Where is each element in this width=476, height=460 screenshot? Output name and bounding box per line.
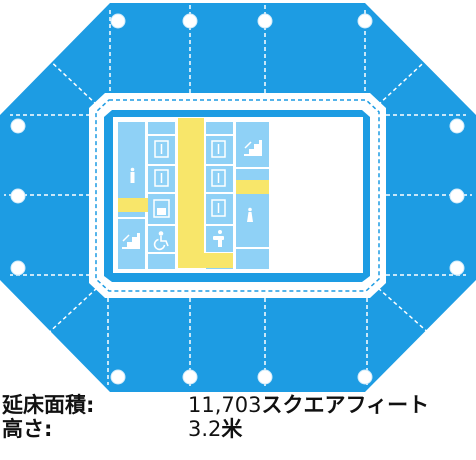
- column: [10, 118, 26, 134]
- female-restroom-icon: [247, 207, 253, 222]
- area-value: 11,703スクエアフィート: [188, 393, 429, 417]
- area-unit: スクエアフィート: [261, 393, 430, 417]
- freight-elevator-icon: [153, 199, 170, 218]
- elevator-icon: [211, 140, 226, 158]
- column: [110, 369, 126, 385]
- height-number: 3.2: [188, 417, 222, 441]
- column: [257, 13, 273, 29]
- height-unit: 米: [221, 417, 243, 441]
- column: [357, 13, 373, 29]
- accessible-restroom-icon: [153, 231, 169, 251]
- nursing-room-icon: [213, 230, 224, 247]
- structural-columns: [10, 13, 465, 385]
- column: [182, 369, 198, 385]
- column: [257, 369, 273, 385]
- column: [449, 188, 465, 204]
- elevator-icon: [211, 169, 226, 187]
- column: [357, 369, 373, 385]
- column: [182, 13, 198, 29]
- core-dashed-border: [95, 99, 380, 292]
- area-number: 11,703: [188, 393, 262, 417]
- height-value: 3.2米: [188, 417, 242, 441]
- column: [110, 13, 126, 29]
- elevator-icons: [154, 140, 226, 217]
- column: [10, 188, 26, 204]
- corridor-main: [178, 118, 204, 268]
- corridor-branch-bottom: [204, 253, 233, 268]
- corridor-branch-right: [236, 180, 269, 194]
- column: [10, 260, 26, 276]
- stair-room-right: [236, 122, 269, 269]
- corridor-branch-left: [118, 198, 148, 212]
- height-label: 高さ:: [2, 417, 53, 441]
- area-label: 延床面積:: [2, 393, 95, 417]
- elevator-icon: [211, 199, 226, 217]
- column: [449, 260, 465, 276]
- male-restroom-icon: [130, 167, 135, 183]
- elevator-icon: [154, 140, 169, 158]
- column: [449, 118, 465, 134]
- elevator-icon: [154, 169, 169, 187]
- floor-info: 延床面積: 11,703スクエアフィート 高さ: 3.2米: [2, 393, 472, 441]
- area-row: 延床面積: 11,703スクエアフィート: [2, 393, 472, 417]
- height-row: 高さ: 3.2米: [2, 417, 472, 441]
- floor-plan: [0, 3, 476, 392]
- core-rooms: [118, 122, 269, 269]
- stairs-icon: [244, 140, 262, 156]
- corridor: [118, 118, 269, 268]
- stairs-icon: [122, 233, 140, 249]
